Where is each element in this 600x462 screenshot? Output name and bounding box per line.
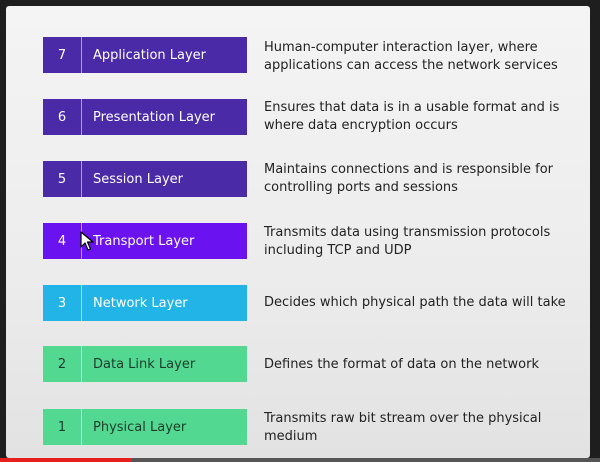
description-line: applications can access the network serv… (264, 58, 558, 73)
layer-description: Transmits raw bit stream over the physic… (264, 410, 584, 446)
layer-name: Data Link Layer (93, 356, 196, 372)
layer-name: Transport Layer (93, 233, 195, 249)
layer-box-physical: 1 Physical Layer (43, 409, 247, 445)
layer-box-network: 3 Network Layer (43, 285, 247, 321)
layer-name: Presentation Layer (93, 109, 216, 125)
layer-divider (81, 346, 82, 382)
layer-number: 7 (57, 47, 67, 63)
layer-number: 1 (57, 419, 67, 435)
layer-box-transport: 4 Transport Layer (43, 223, 247, 259)
description-line: Defines the format of data on the networ… (264, 357, 539, 372)
description-line: Maintains connections and is responsible… (264, 162, 554, 177)
layer-description: Maintains connections and is responsible… (264, 161, 584, 197)
video-progress-bar[interactable] (0, 458, 600, 462)
mouse-cursor-icon (80, 231, 94, 251)
description-line: where data encryption occurs (264, 118, 458, 133)
layer-name: Session Layer (93, 171, 183, 187)
layer-box-application: 7 Application Layer (43, 37, 247, 73)
layer-divider (81, 409, 82, 445)
osi-model-slide: 7 Application Layer Human-computer inter… (6, 6, 590, 458)
layer-divider (81, 37, 82, 73)
description-line: Ensures that data is in a usable format … (264, 100, 560, 115)
layer-box-data-link: 2 Data Link Layer (43, 346, 247, 382)
layer-name: Application Layer (93, 47, 207, 63)
layer-number: 5 (57, 171, 67, 187)
layer-box-presentation: 6 Presentation Layer (43, 99, 247, 135)
layer-divider (81, 161, 82, 197)
layer-number: 2 (57, 356, 67, 372)
layer-name: Network Layer (93, 295, 188, 311)
layer-divider (81, 99, 82, 135)
layer-description: Defines the format of data on the networ… (264, 356, 584, 374)
layer-number: 3 (57, 295, 67, 311)
description-line: including TCP and UDP (264, 243, 412, 258)
description-line: controlling ports and sessions (264, 180, 458, 195)
video-progress-fill (0, 458, 132, 462)
description-line: Transmits raw bit stream over the physic… (264, 411, 542, 426)
layer-box-session: 5 Session Layer (43, 161, 247, 197)
layer-name: Physical Layer (93, 419, 187, 435)
layer-number: 6 (57, 109, 67, 125)
description-line: Decides which physical path the data wil… (264, 295, 566, 310)
layer-divider (81, 285, 82, 321)
description-line: Transmits data using transmission protoc… (264, 225, 551, 240)
layer-number: 4 (57, 233, 67, 249)
layer-description: Transmits data using transmission protoc… (264, 224, 584, 260)
layer-description: Human-computer interaction layer, where … (264, 39, 584, 75)
layer-description: Ensures that data is in a usable format … (264, 99, 584, 135)
description-line: medium (264, 429, 318, 444)
layer-description: Decides which physical path the data wil… (264, 294, 584, 312)
description-line: Human-computer interaction layer, where (264, 40, 538, 55)
